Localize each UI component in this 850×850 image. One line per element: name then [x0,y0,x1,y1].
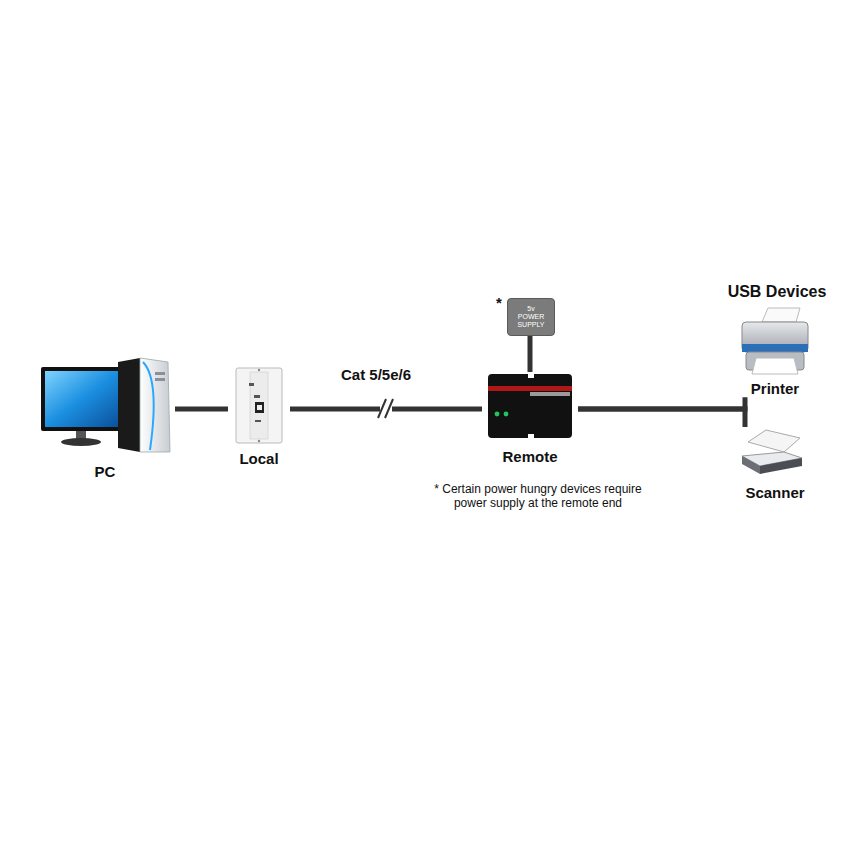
printer-illustration [742,308,808,374]
pc-illustration [41,358,170,452]
scanner-illustration [742,430,802,474]
local-label: Local [239,450,278,467]
remote-unit-illustration [488,374,572,438]
pc-node: PC [35,355,175,480]
scanner-node: Scanner [730,427,820,501]
cable-line [175,407,228,412]
cable-line [528,336,533,372]
cable-line [578,409,745,427]
power-supply-label: 5v POWER SUPPLY [515,305,547,328]
pc-label: PC [95,463,116,480]
cable-break-mark [378,399,393,418]
remote-label: Remote [502,448,557,465]
power-supply-box: 5v POWER SUPPLY [507,298,555,336]
printer-label: Printer [751,380,799,397]
footnote-note: * Certain power hungry devices require p… [418,482,658,511]
printer-node: Printer [730,302,820,397]
local-node: Local [228,366,290,467]
cable-label: Cat 5/5e/6 [321,366,431,384]
group-heading: USB Devices [712,282,842,301]
scanner-label: Scanner [745,484,804,501]
wall-plate-illustration [236,368,282,443]
footnote-marker: * [493,294,505,312]
remote-node: Remote [482,372,578,465]
